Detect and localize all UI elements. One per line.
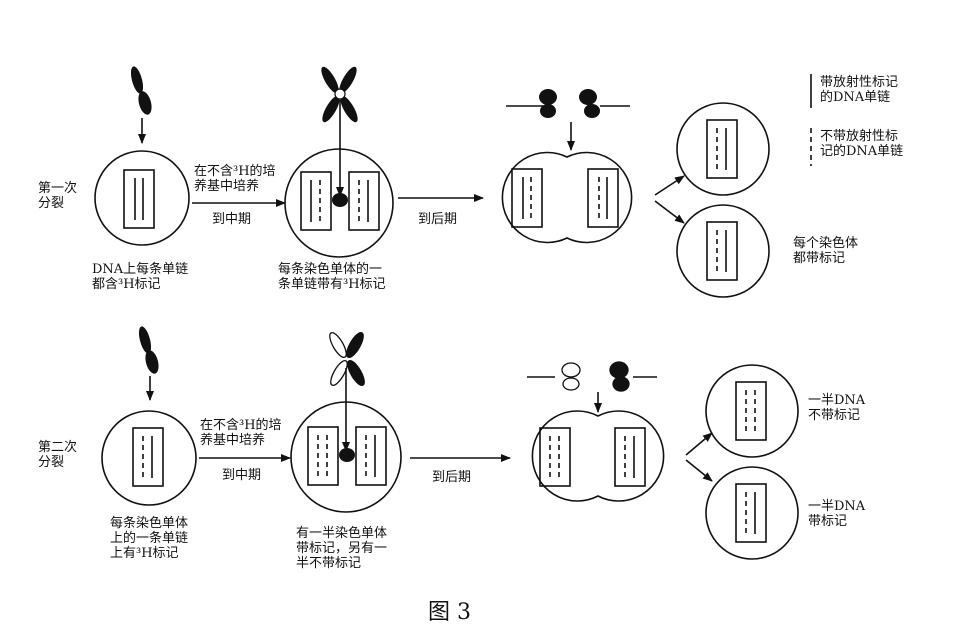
arrow-2-1-bottom-label: 到中期: [222, 468, 262, 483]
daughter-2b-caption: 一半DNA 带标记: [808, 499, 866, 529]
chromosome-icon-half-labeled: [138, 326, 159, 374]
division-2-label: 第二次 分裂: [38, 440, 78, 470]
arrow-1-1-bottom-label: 到中期: [212, 212, 252, 227]
arrow-1-2-label: 到后期: [418, 212, 458, 227]
x-chromosome-half-icon: [329, 331, 365, 387]
cell-2-2: [290, 401, 402, 513]
daughter-cell-1b: [676, 204, 770, 298]
cell-2-2-caption: 有一半染色单体 带标记，另有一 半不带标记: [296, 526, 388, 571]
legend-dashed-label: 不带放射性标 记的DNA单链: [820, 129, 904, 159]
arrow-2-2-label: 到后期: [432, 470, 472, 485]
daughter-2a-caption: 一半DNA 不带标记: [808, 393, 866, 423]
cell-1-1: [94, 150, 190, 246]
cell-2-1: [101, 410, 197, 506]
centromere: [339, 448, 355, 462]
anaphase-cell-1: [501, 151, 633, 244]
cell-1-2: [284, 148, 394, 258]
centromere: [332, 193, 348, 207]
arrow-1-1-top-label: 在不含³H的培 养基中培养: [194, 164, 276, 194]
daughters-1-caption: 每个染色体 都带标记: [793, 236, 859, 266]
separating-chromatids-icon: [539, 89, 600, 118]
arrow-2-1-top-label: 在不含³H的培 养基中培养: [200, 418, 282, 448]
daughter-cell-2a: [705, 364, 799, 458]
figure-caption: 图 3: [428, 600, 471, 625]
x-chromosome-icon: [321, 66, 358, 123]
legend-solid-label: 带放射性标记 的DNA单链: [820, 75, 899, 105]
daughter-cell-2b: [705, 466, 799, 560]
daughter-cell-1a: [676, 102, 770, 196]
cell-2-1-caption: 每条染色单体 上的一条单链 上有³H标记: [110, 516, 189, 561]
separating-chromatids-half-icon: [561, 361, 630, 392]
chromosome-icon-labeled: [130, 66, 152, 115]
division-1-label: 第一次 分裂: [38, 181, 78, 211]
cell-1-1-caption: DNA上每条单链 都含³H标记: [92, 262, 189, 292]
cell-1-2-caption: 每条染色单体的一 条单链带有³H标记: [278, 262, 386, 292]
chromosome-box: [123, 169, 155, 229]
anaphase-cell-2: [531, 410, 665, 502]
